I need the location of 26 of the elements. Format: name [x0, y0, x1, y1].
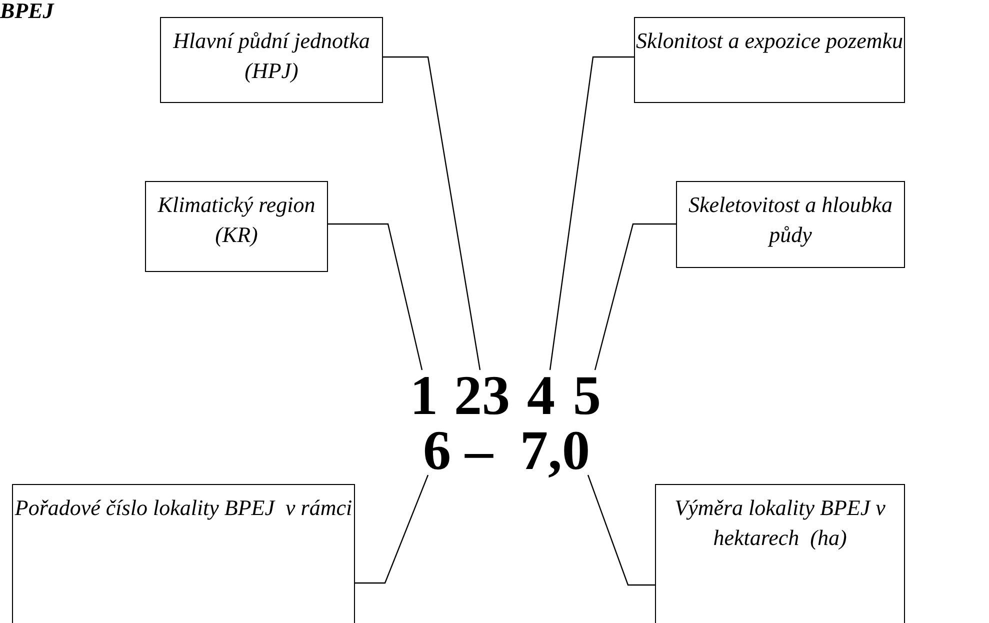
code-digits: 5 — [573, 368, 601, 424]
code-digits: 7,0 — [520, 423, 590, 479]
label-text: Klimatický region (KR) — [156, 191, 316, 249]
label-box — [655, 484, 905, 623]
code-digits: 6 — [423, 423, 451, 479]
code-digits: 23 — [454, 368, 510, 424]
dash: – — [465, 423, 493, 479]
label-box — [634, 17, 905, 103]
label-box — [676, 181, 905, 268]
label-box — [160, 17, 383, 103]
label-box — [12, 484, 355, 623]
code-digits: 1 — [410, 368, 438, 424]
leader-line — [594, 223, 676, 370]
leader-line — [549, 56, 634, 370]
label-text: Pořadové číslo lokality BPEJ v rámci — [14, 494, 352, 522]
label-box — [145, 181, 328, 272]
label-text: Výměra lokality BPEJ v hektarech (ha) — [674, 494, 886, 552]
leader-line — [328, 223, 423, 370]
label-text: Hlavní půdní jednotka (HPJ) — [172, 27, 371, 85]
leader-line — [355, 474, 429, 584]
leader-line — [383, 56, 481, 370]
code-digits: 4 — [527, 368, 555, 424]
leader-line — [587, 474, 655, 586]
label-text: Sklonitost a expozice pozemku — [636, 27, 903, 55]
label-text: Skeletovitost a hloubka půdy — [687, 191, 894, 249]
title: BPEJ — [0, 0, 54, 24]
